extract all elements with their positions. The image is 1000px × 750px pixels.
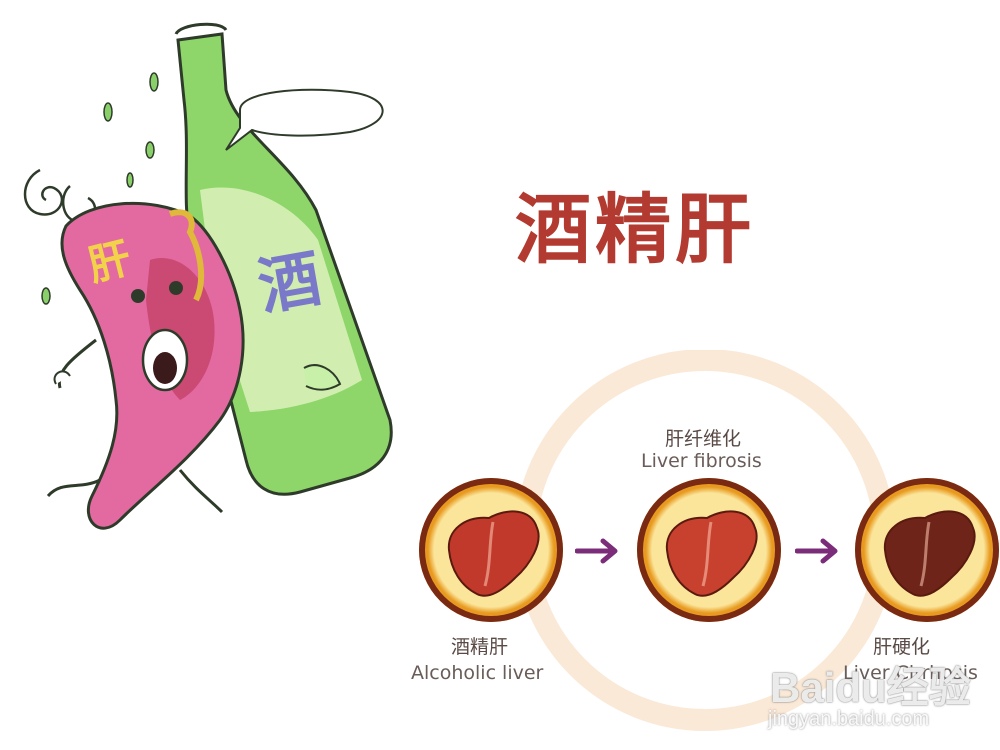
drunk-liver-cartoon: 酒 肝	[23, 22, 393, 530]
stage-badge	[855, 478, 999, 622]
liver-shape	[883, 510, 976, 597]
stage-label-en: Liver Cirrhosis	[843, 662, 978, 684]
stage-badge	[419, 478, 563, 622]
liver-character-icon: 肝	[46, 201, 245, 530]
liver-icon	[665, 510, 758, 597]
dizzy-swirl-icon	[23, 168, 64, 216]
stage-badge	[637, 478, 781, 622]
liver-icon	[883, 510, 976, 597]
stage-label-en: Liver fibrosis	[641, 450, 762, 472]
liver-shape	[447, 510, 540, 597]
liver-icon	[447, 510, 540, 597]
stage-label-cn: 肝纤维化	[665, 428, 742, 450]
liver-disease-progression-diagram: 酒精肝 Alcoholic liver 肝纤维化 Liver fibrosis …	[395, 350, 1000, 750]
stage-label-cn: 肝硬化	[873, 636, 931, 658]
bottle-label: 酒	[253, 241, 327, 324]
stage-alcoholic-liver	[419, 478, 563, 622]
liver-highlight	[701, 521, 713, 587]
stage-label-en: Alcoholic liver	[411, 662, 544, 684]
watermark-logo: Baidu经验	[770, 664, 971, 711]
stage-liver-fibrosis	[637, 478, 781, 622]
page-title: 酒精肝	[515, 185, 755, 274]
watermark-url: jingyan.baidu.com	[768, 708, 930, 730]
liver-highlight	[483, 521, 495, 587]
arrow-icon	[575, 538, 618, 564]
stage-liver-cirrhosis	[855, 478, 999, 622]
liver-highlight	[919, 521, 931, 587]
stage-label-cn: 酒精肝	[451, 636, 509, 658]
speech-bubble-icon	[225, 88, 384, 151]
arrow-icon	[795, 538, 838, 564]
baidu-watermark: Baidu经验 jingyan.baidu.com	[760, 650, 1000, 750]
liver-shape	[665, 510, 758, 597]
